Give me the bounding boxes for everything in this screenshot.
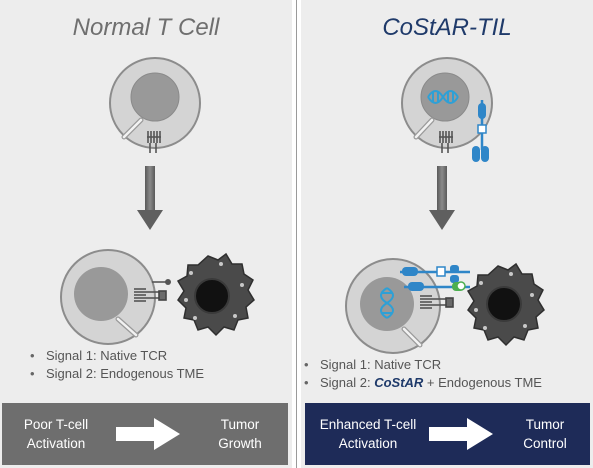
tcr-receptor-icon (439, 131, 453, 153)
costar-receptor-icon (472, 100, 489, 162)
left-outcome-to-line1: Tumor (220, 417, 260, 432)
right-signal-list: Signal 1: Native TCR Signal 2: CoStAR + … (300, 356, 542, 392)
cell-pipette-icon (121, 117, 144, 140)
right-arrow-icon (116, 418, 180, 450)
left-outcome-from-line2: Activation (26, 436, 86, 451)
left-outcome-to-line2: Growth (218, 436, 262, 451)
cell-pipette-icon (413, 117, 435, 140)
left-outcome-bar: Poor T-cell Activation Tumor Growth (2, 403, 288, 465)
left-signal-2: Signal 2: Endogenous TME (26, 365, 204, 383)
left-outcome-to: Tumor Growth (198, 415, 282, 453)
right-arrow-icon (429, 418, 493, 450)
dna-icon (427, 90, 459, 104)
right-outcome-from-line2: Activation (338, 436, 398, 451)
down-arrow-icon (137, 166, 163, 230)
t-cell-icon (60, 249, 156, 345)
tcr-receptor-icon (134, 279, 171, 302)
costar-receptor-icon (400, 265, 470, 291)
left-outcome-from: Poor T-cell Activation (8, 415, 104, 453)
dna-icon (380, 287, 394, 319)
right-panel-title: CoStAR-TIL (382, 14, 512, 41)
tcr-receptor-icon (420, 295, 454, 309)
right-outcome-bar: Enhanced T-cell Activation Tumor Control (305, 403, 590, 465)
tumor-cell-icon (176, 252, 255, 337)
left-signal-1: Signal 1: Native TCR (26, 347, 204, 365)
panel-divider (292, 0, 301, 468)
right-outcome-from-line1: Enhanced T-cell (319, 417, 417, 432)
left-outcome-from-line1: Poor T-cell (23, 417, 89, 432)
tcr-receptor-icon (147, 131, 161, 153)
right-outcome-from: Enhanced T-cell Activation (313, 415, 423, 453)
nucleus-icon (420, 72, 470, 122)
left-signal-list: Signal 1: Native TCR Signal 2: Endogenou… (26, 347, 204, 383)
right-outcome-to: Tumor Control (505, 415, 585, 453)
left-panel-title: Normal T Cell (72, 14, 220, 41)
right-signal-2-suffix: + Endogenous TME (423, 375, 542, 390)
nucleus-icon (130, 72, 180, 122)
tumor-cell-icon (466, 262, 545, 347)
right-signal-1: Signal 1: Native TCR (300, 356, 542, 374)
right-outcome-to-line1: Tumor (525, 417, 565, 432)
down-arrow-icon (429, 166, 455, 230)
costar-highlight: CoStAR (374, 375, 424, 390)
right-signal-2-prefix: Signal 2: (320, 375, 375, 390)
right-signal-2: Signal 2: CoStAR + Endogenous TME (300, 374, 542, 392)
right-outcome-to-line2: Control (523, 436, 567, 451)
